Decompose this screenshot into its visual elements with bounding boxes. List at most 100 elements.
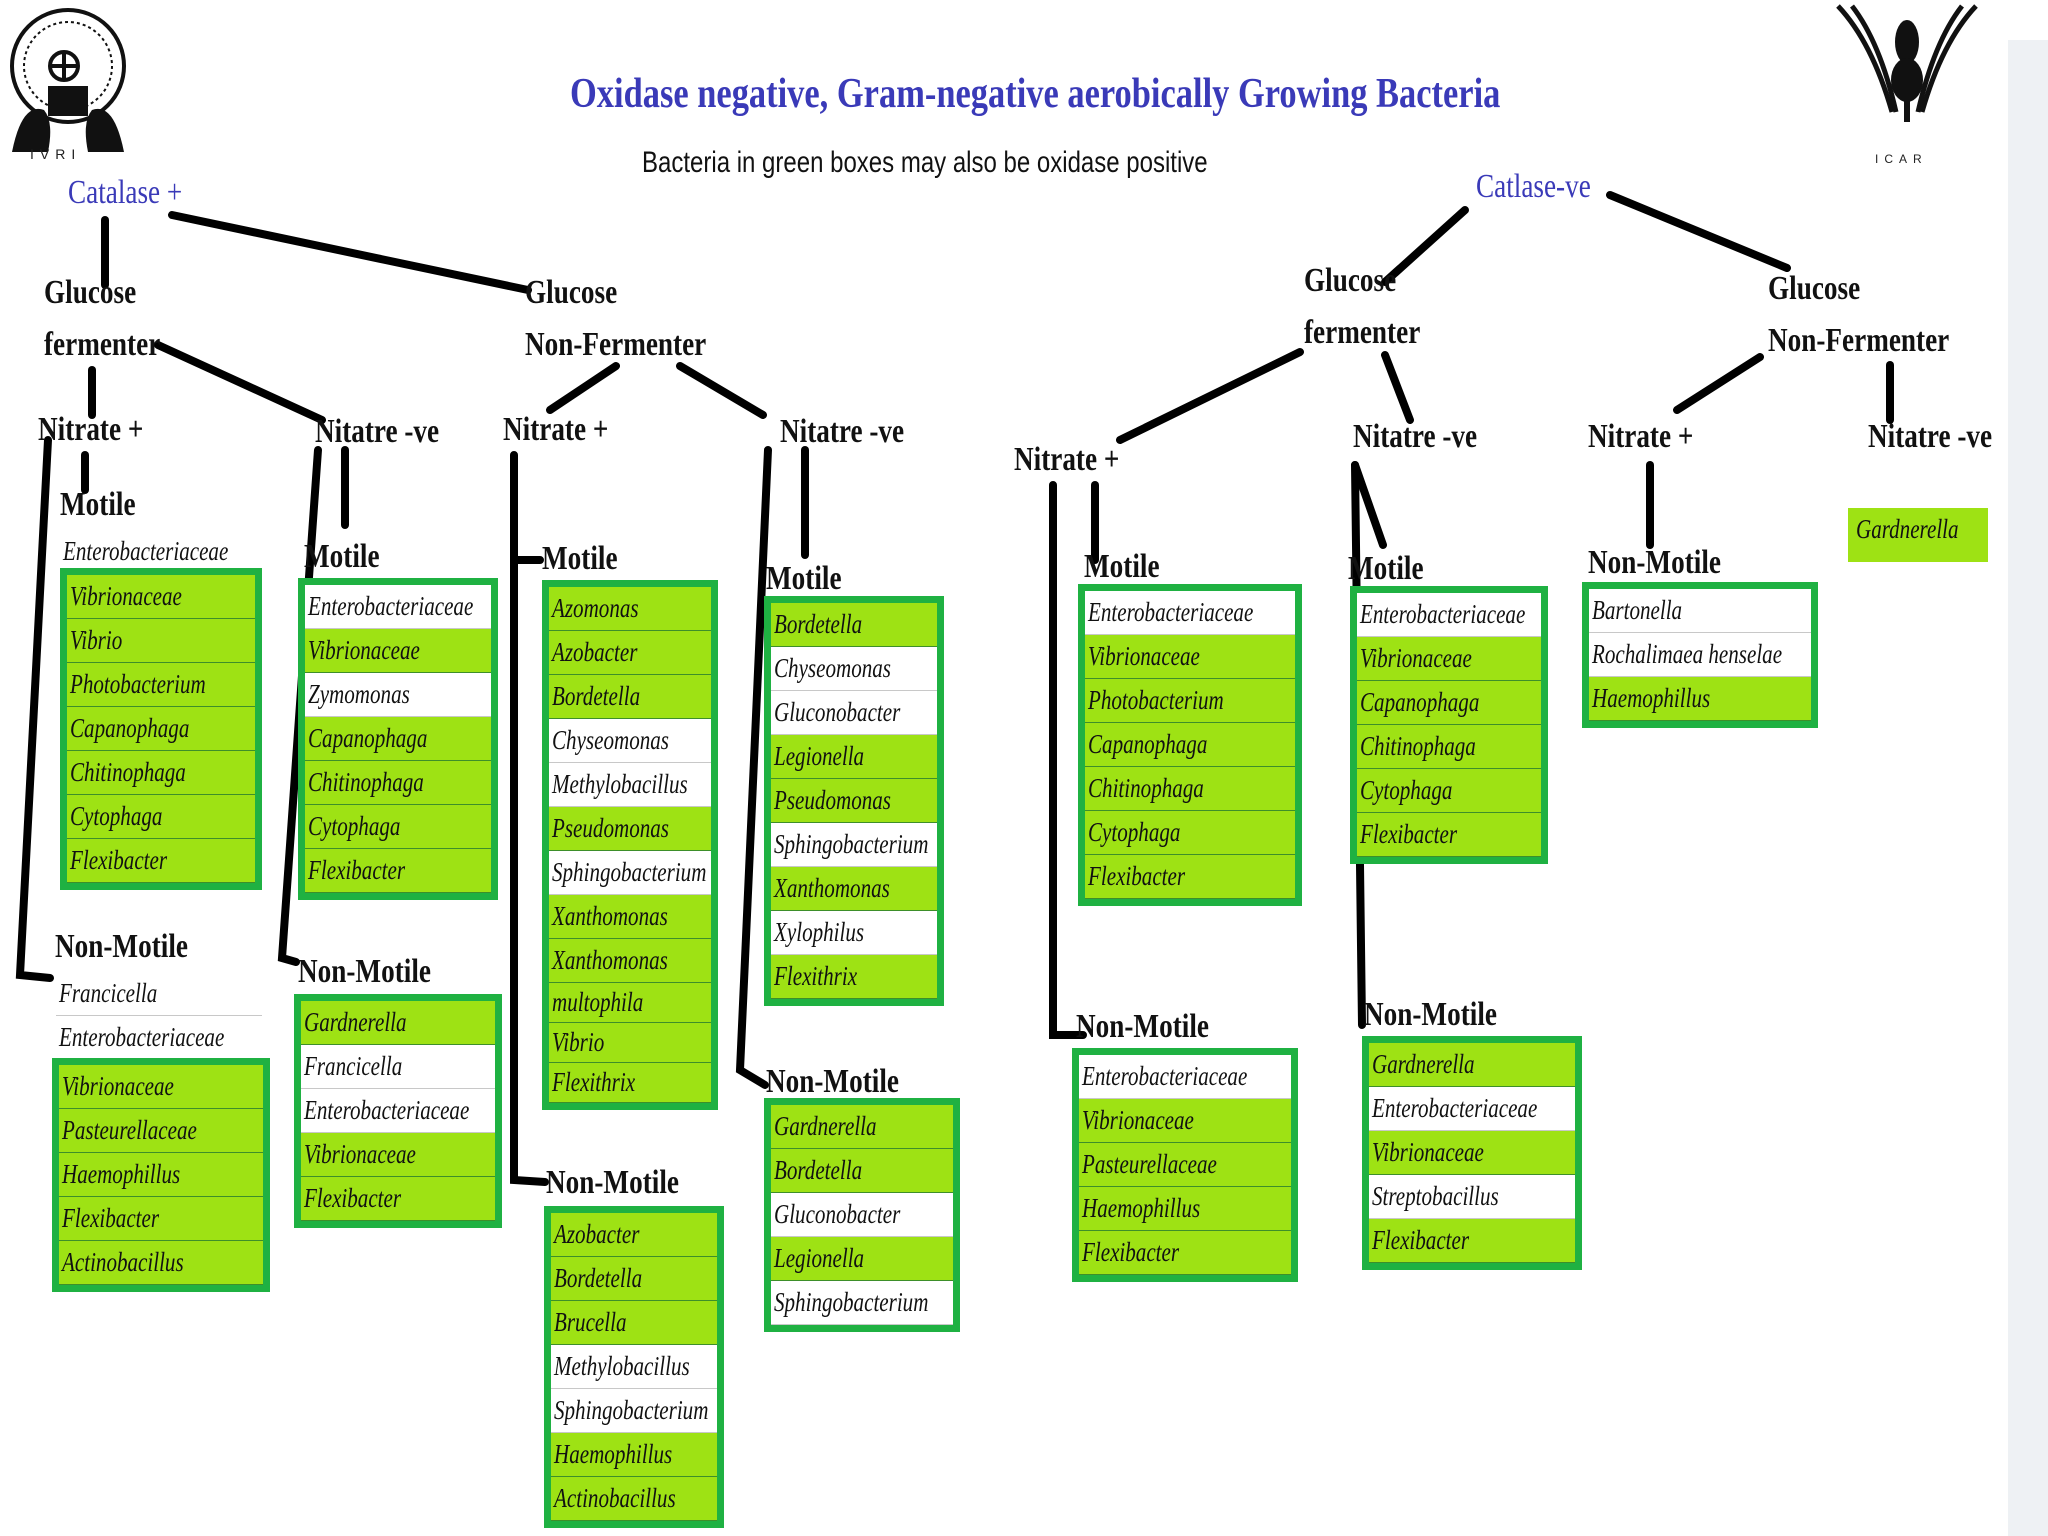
page-title: Oxidase negative, Gram-negative aerobica… [570, 71, 1501, 117]
node-motile-6: Motile [1348, 550, 1424, 587]
list-nonmotile-6: Gardnerella Enterobacteriaceae Vibrionac… [1362, 1036, 1582, 1270]
list-motile-3: Azomonas Azobacter Bordetella Chyseomona… [542, 580, 718, 1110]
list-item: Gluconobacter [771, 691, 937, 735]
list-item: Cytophaga [1085, 811, 1295, 855]
list-item: Enterobacteriaceae [1357, 593, 1541, 637]
link-glucferm-nitpos3 [1116, 348, 1304, 444]
link-nitpos1-nonmotile [15, 436, 54, 982]
node-catalase-negative: Catlase-ve [1476, 168, 1591, 205]
list-item: Enterobacteriaceae [60, 530, 262, 574]
list-item: Flexibacter [301, 1177, 495, 1221]
list-item: Sphingobacterium [771, 1281, 953, 1325]
list-item: Actinobacillus [59, 1241, 263, 1285]
list-item: Flexibacter [1369, 1219, 1575, 1263]
list-item: Xanthomonas [549, 895, 711, 939]
list-item: Cytophaga [1357, 769, 1541, 813]
list-item: Vibrionaceae [67, 575, 255, 619]
list-item: Capanophaga [1085, 723, 1295, 767]
node-glucose-nonfermenter-2: Glucose Non-Fermenter [1768, 272, 1949, 358]
list-item: Flexibacter [59, 1197, 263, 1241]
list-item: Chitinophaga [305, 761, 491, 805]
list-nonmotile-3: Azobacter Bordetella Brucella Methylobac… [544, 1206, 724, 1528]
node-nonmotile-4: Non-Motile [766, 1063, 899, 1100]
link-catneg-glucnonferm [1606, 191, 1791, 272]
list-item: Enterobacteriaceae [301, 1089, 495, 1133]
link-nitpos3-nonmotile [1049, 481, 1087, 1039]
list-item: Enterobacteriaceae [1079, 1055, 1291, 1099]
list-item: Gluconobacter [771, 1193, 953, 1237]
list-item: Bordetella [771, 603, 937, 647]
list-item: Azobacter [551, 1213, 717, 1257]
list-item: Actinobacillus [551, 1477, 717, 1521]
node-nonmotile-2: Non-Motile [298, 953, 431, 990]
list-item: Azobacter [549, 631, 711, 675]
list-item: Brucella [551, 1301, 717, 1345]
link-nonferm-nitneg [676, 362, 767, 419]
list-item: Vibrionaceae [1085, 635, 1295, 679]
node-label-line1: Glucose [1304, 262, 1397, 299]
node-catalase-positive: Catalase + [68, 174, 183, 211]
list-item: Vibrio [549, 1023, 711, 1063]
node-label-line2: fermenter [1304, 314, 1421, 351]
node-nitrate-negative-4: Nitatre -ve [1868, 418, 1993, 455]
node-nitrate-negative-3: Nitatre -ve [1353, 418, 1478, 455]
node-motile-4: Motile [766, 560, 842, 597]
list-item: Enterobacteriaceae [1085, 591, 1295, 635]
link-nitpos2-motile [510, 451, 544, 564]
list-item: Capanophaga [1357, 681, 1541, 725]
list-item: Legionella [771, 1237, 953, 1281]
list-item: Gardnerella [1369, 1043, 1575, 1087]
node-motile-5: Motile [1084, 548, 1160, 585]
right-margin-strip [2008, 40, 2048, 1536]
list-item: Francicella [56, 972, 262, 1016]
link-nonferm2-nitpos4 [1673, 353, 1764, 414]
list-item: Flexithrix [549, 1063, 711, 1103]
list-item: Bordetella [551, 1257, 717, 1301]
list-item: Vibrionaceae [1369, 1131, 1575, 1175]
list-item: Azomonas [549, 587, 711, 631]
list-item: Flexibacter [1085, 855, 1295, 899]
list-item: Vibrionaceae [1079, 1099, 1291, 1143]
node-nonmotile-7: Non-Motile [1588, 544, 1721, 581]
node-label-line2: Non-Fermenter [1768, 322, 1950, 359]
node-nonmotile-3: Non-Motile [546, 1164, 679, 1201]
icar-logo-text: ICAR [1875, 152, 1928, 166]
list-item: Bartonella [1589, 589, 1811, 633]
list-item: Streptobacillus [1369, 1175, 1575, 1219]
list-item: Flexibacter [1357, 813, 1541, 857]
node-nitrate-negative-1: Nitatre -ve [315, 413, 440, 450]
list-item: Xanthomonas [771, 867, 937, 911]
list-item: Chitinophaga [1357, 725, 1541, 769]
list-nonmotile-1: Vibrionaceae Pasteurellaceae Haemophillu… [52, 1058, 270, 1292]
list-gardnerella-box: Gardnerella [1848, 508, 1988, 562]
list-motile-1: Vibrionaceae Vibrio Photobacterium Capan… [60, 568, 262, 890]
list-motile-6: Enterobacteriaceae Vibrionaceae Capanoph… [1350, 586, 1548, 864]
list-item: Chitinophaga [1085, 767, 1295, 811]
list-nonmotile-2: Gardnerella Francicella Enterobacteriace… [294, 994, 502, 1228]
list-item: Francicella [301, 1045, 495, 1089]
list-item: Pasteurellaceae [59, 1109, 263, 1153]
list-item: Flexibacter [67, 839, 255, 883]
list-nonmotile-1-white: Francicella Enterobacteriaceae [56, 972, 262, 1060]
list-item: Haemophillus [1079, 1187, 1291, 1231]
node-glucose-fermenter-2: Glucose fermenter [1304, 264, 1420, 350]
node-label-line1: Glucose [1768, 270, 1861, 307]
node-motile-2: Motile [304, 538, 380, 575]
list-item: Bordetella [549, 675, 711, 719]
list-item: Pseudomonas [771, 779, 937, 823]
list-item: Xylophilus [771, 911, 937, 955]
list-item: Capanophaga [67, 707, 255, 751]
link-nonferm-nitpos [546, 362, 620, 414]
list-item: Sphingobacterium [549, 851, 711, 895]
list-item: Enterobacteriaceae [1369, 1087, 1575, 1131]
list-item: Vibrionaceae [305, 629, 491, 673]
icar-logo [1836, 4, 1978, 122]
page-subtitle: Bacteria in green boxes may also be oxid… [642, 146, 1208, 179]
node-nitrate-negative-2: Nitatre -ve [780, 413, 905, 450]
link-glucferm-nitneg3 [1381, 351, 1414, 424]
list-item: Rochalimaea henselae [1589, 633, 1811, 677]
list-item: Enterobacteriaceae [305, 585, 491, 629]
node-nonmotile-1: Non-Motile [55, 928, 188, 965]
list-item: Chyseomonas [549, 719, 711, 763]
list-item: multophila [549, 983, 711, 1023]
